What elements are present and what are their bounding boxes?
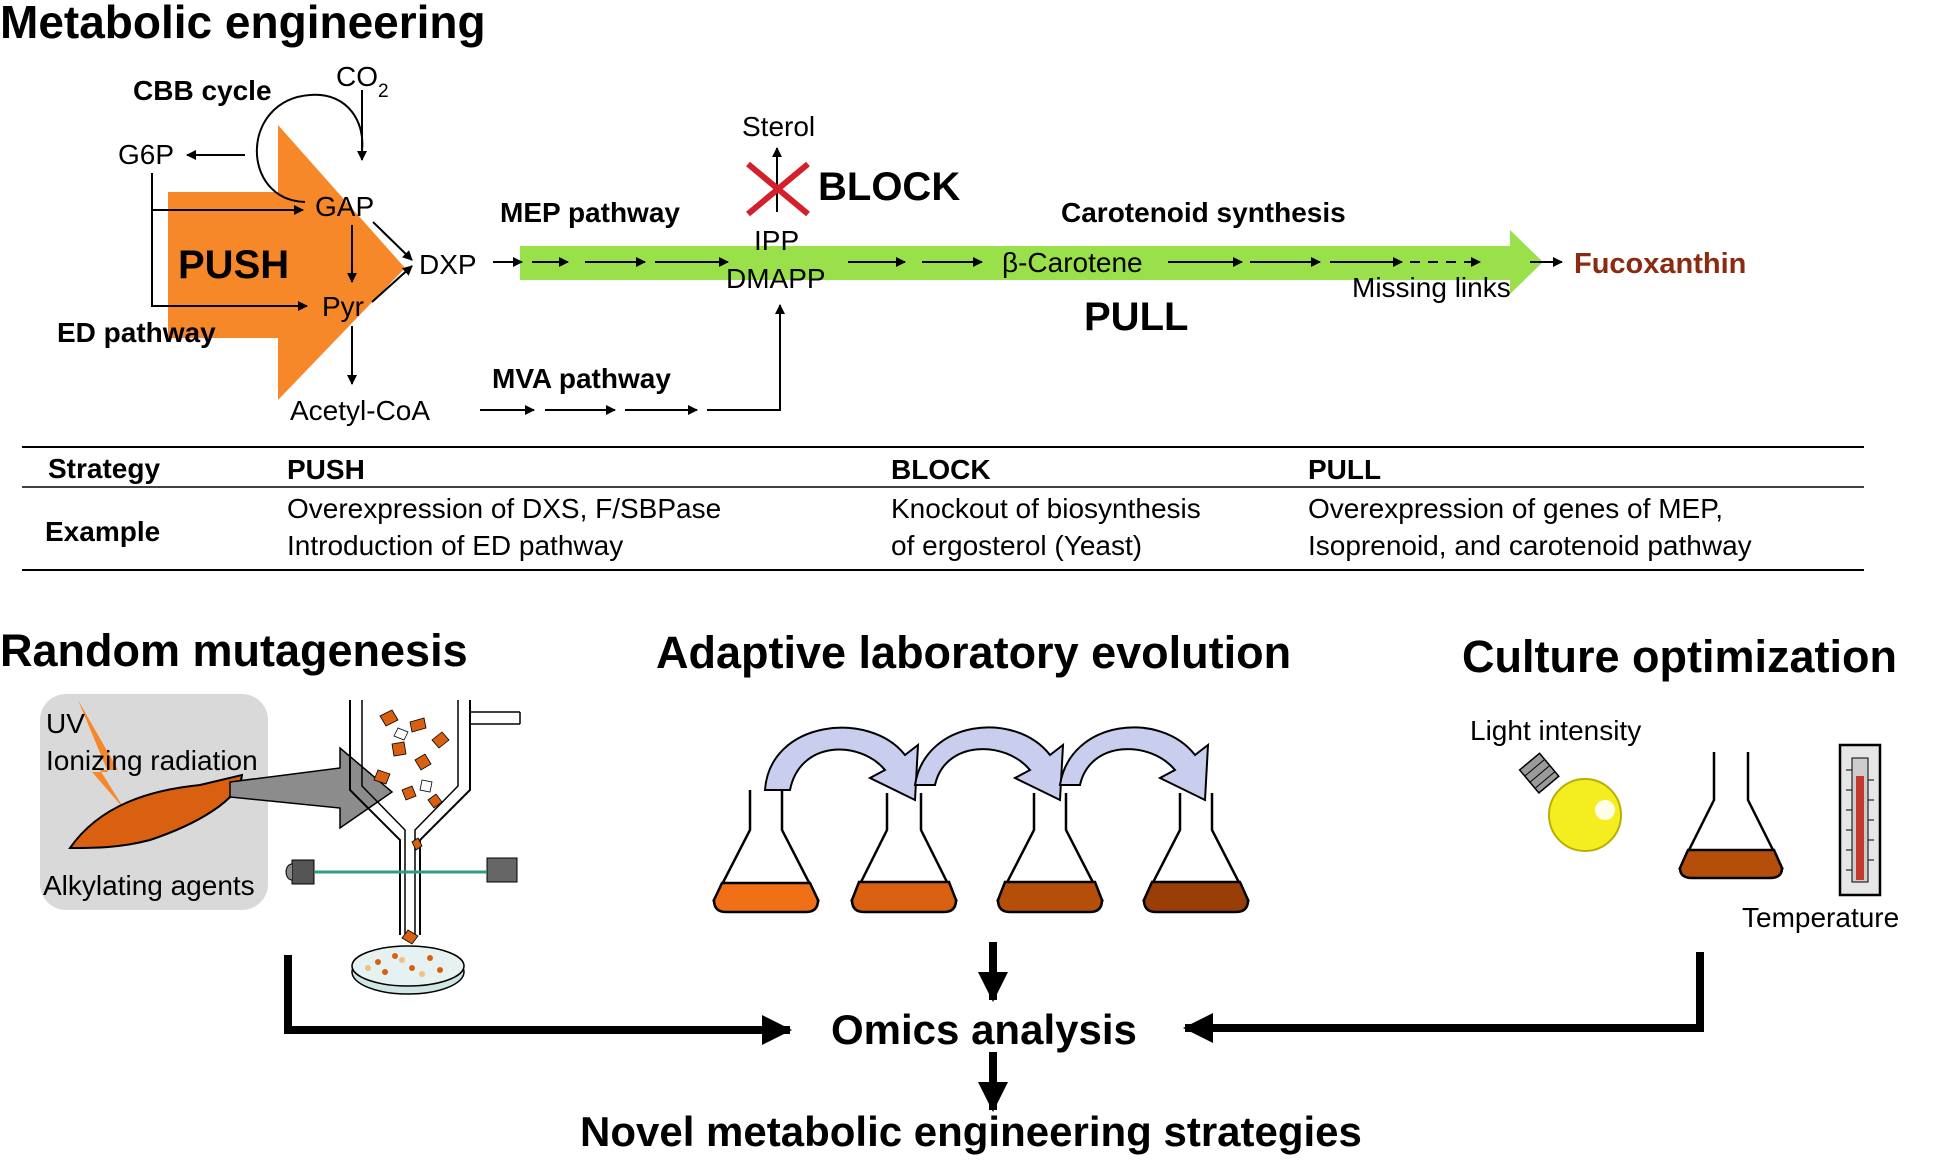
table-block-line1: Knockout of biosynthesis bbox=[891, 493, 1201, 524]
g6p-label: G6P bbox=[118, 139, 174, 170]
laser-source bbox=[291, 859, 315, 885]
table-strategy-header: Strategy bbox=[48, 453, 160, 484]
co2-text: CO bbox=[336, 61, 378, 92]
petri-dish-icon bbox=[351, 945, 465, 995]
alkylating-label: Alkylating agents bbox=[43, 870, 255, 901]
block-label: BLOCK bbox=[818, 165, 960, 209]
random-mutagenesis-title: Random mutagenesis bbox=[0, 625, 468, 676]
ed-pathway-arrow bbox=[151, 210, 308, 311]
light-bulb-icon bbox=[1518, 752, 1622, 852]
flask-icon bbox=[849, 793, 959, 914]
block-cross-icon bbox=[746, 161, 810, 217]
flow-cytometer-icon bbox=[285, 700, 521, 945]
sterol-label: Sterol bbox=[742, 111, 815, 142]
table-push-line1: Overexpression of DXS, F/SBPase bbox=[287, 493, 721, 524]
uv-label: UV bbox=[46, 708, 85, 739]
mva-to-dmapp-arrow bbox=[707, 304, 785, 411]
evolution-arrows bbox=[763, 726, 1210, 802]
table-block-header: BLOCK bbox=[891, 454, 991, 485]
adaptive-evolution-title: Adaptive laboratory evolution bbox=[656, 627, 1291, 678]
flask-icon bbox=[711, 790, 821, 914]
dxp-label: DXP bbox=[419, 249, 477, 280]
ipp-label: IPP bbox=[754, 225, 799, 256]
culture-to-omics-arrow bbox=[1183, 952, 1704, 1043]
carotenoid-synthesis-label: Carotenoid synthesis bbox=[1061, 197, 1346, 228]
mva-pathway-label: MVA pathway bbox=[492, 363, 671, 394]
push-label: PUSH bbox=[178, 243, 289, 287]
gap-to-dxp-arrow bbox=[372, 221, 413, 261]
push-arrow bbox=[168, 125, 405, 400]
flask-icon bbox=[1141, 793, 1251, 914]
table-pull-line2: Isoprenoid, and carotenoid pathway bbox=[1308, 530, 1752, 561]
table-pull-header: PULL bbox=[1308, 454, 1381, 485]
gap-label: GAP bbox=[315, 191, 374, 222]
cbb-cycle-loop bbox=[255, 93, 364, 203]
dmapp-label: DMAPP bbox=[726, 263, 826, 294]
thermometer-icon bbox=[1838, 743, 1882, 897]
co2-label: CO2 bbox=[336, 61, 389, 102]
fucoxanthin-label: Fucoxanthin bbox=[1574, 248, 1746, 280]
uv-bolt-icon bbox=[78, 700, 125, 810]
mep-pathway-label: MEP pathway bbox=[500, 197, 680, 228]
pyr-to-dxp-arrow bbox=[371, 265, 413, 303]
pyr-label: Pyr bbox=[322, 291, 364, 322]
metabolic-engineering-title: Metabolic engineering bbox=[0, 0, 486, 48]
novel-strategies-label: Novel metabolic engineering strategies bbox=[580, 1108, 1362, 1155]
ed-pathway-label: ED pathway bbox=[57, 317, 216, 348]
cell-icon bbox=[68, 773, 244, 850]
missing-links-label: Missing links bbox=[1352, 272, 1511, 303]
beta-carotene-label: β-Carotene bbox=[1002, 247, 1143, 278]
flask-icon bbox=[1677, 752, 1785, 880]
flask-icon bbox=[995, 793, 1105, 914]
pull-arrow bbox=[520, 230, 1543, 294]
pull-label: PULL bbox=[1084, 295, 1188, 339]
table-push-header: PUSH bbox=[287, 454, 365, 485]
co2-subscript: 2 bbox=[378, 81, 389, 102]
omics-analysis-label: Omics analysis bbox=[831, 1006, 1137, 1053]
table-pull-line1: Overexpression of genes of MEP, bbox=[1308, 493, 1723, 524]
acetylcoa-label: Acetyl-CoA bbox=[290, 395, 430, 426]
cbb-cycle-label: CBB cycle bbox=[133, 75, 272, 106]
table-block-line2: of ergosterol (Yeast) bbox=[891, 530, 1142, 561]
mutagenesis-to-omics-arrow bbox=[284, 955, 792, 1045]
table-example-header: Example bbox=[45, 516, 160, 547]
detector bbox=[486, 857, 518, 883]
ionizing-label: Ionizing radiation bbox=[46, 745, 258, 776]
light-intensity-label: Light intensity bbox=[1470, 715, 1641, 746]
mutagen-to-sorter-arrow bbox=[229, 746, 394, 830]
culture-optimization-title: Culture optimization bbox=[1462, 631, 1897, 682]
table-push-line2: Introduction of ED pathway bbox=[287, 530, 623, 561]
temperature-label: Temperature bbox=[1742, 902, 1899, 933]
